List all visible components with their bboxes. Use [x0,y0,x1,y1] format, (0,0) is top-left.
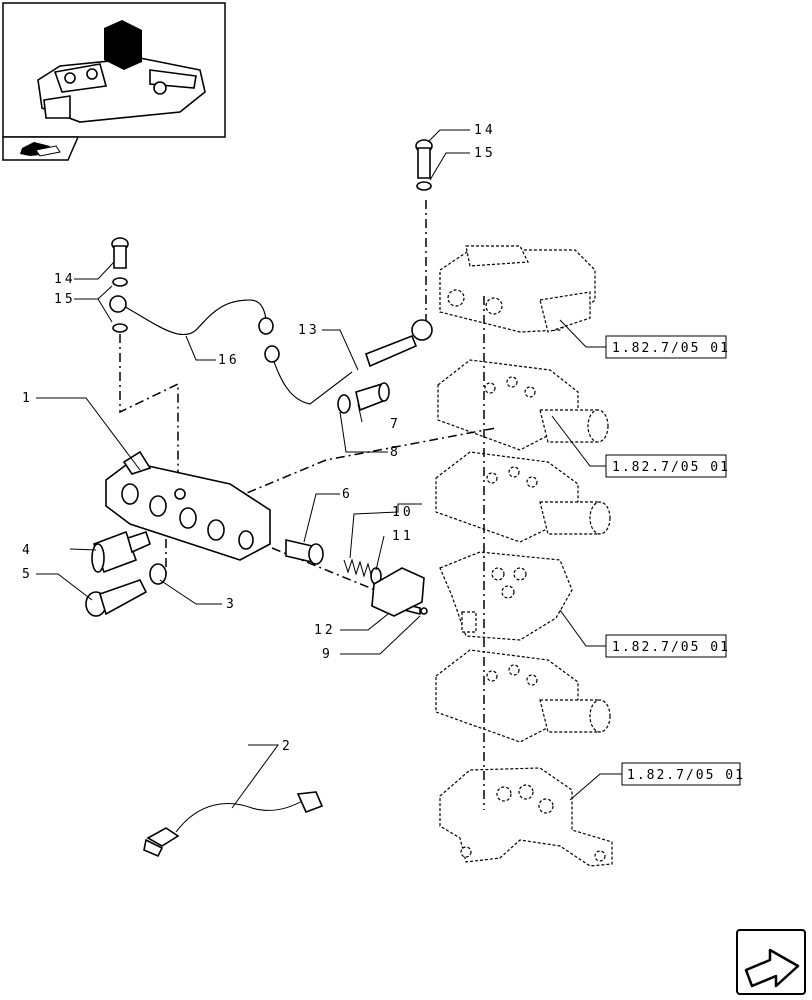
part-2-wiring-harness[interactable] [143,791,324,858]
part-15-sealing-washers[interactable] [112,181,432,333]
part-10-spring[interactable] [343,558,373,579]
svg-text:1.82.7/05 01: 1.82.7/05 01 [612,640,730,655]
part-5-cap-screw[interactable] [85,579,148,617]
callout-9: 9 [322,647,333,662]
callout-2: 2 [282,739,293,754]
callout-6: 6 [342,487,353,502]
callout-11: 11 [392,529,414,544]
svg-text:1.82.7/05 01: 1.82.7/05 01 [612,341,730,356]
callout-15-top: 15 [474,146,496,161]
callout-8: 8 [390,445,401,460]
cross-reference-1[interactable]: 1.82.7/05 01 [605,335,730,359]
tractor-tab-icon[interactable] [2,136,80,161]
assembly-location-thumbnail[interactable] [2,2,226,138]
cross-reference-4[interactable]: 1.82.7/05 01 [621,762,745,786]
callout-12: 12 [314,623,336,638]
reference-valve-stack [435,245,613,867]
part-13-banjo-fitting[interactable] [365,319,433,368]
next-page-arrow-icon[interactable] [736,929,806,995]
callout-14-left: 14 [54,272,76,287]
svg-text:1.82.7/05 01: 1.82.7/05 01 [627,768,745,783]
callout-1: 1 [22,391,33,406]
part-4-solenoid[interactable] [91,530,151,574]
callout-16: 16 [218,353,240,368]
callout-13: 13 [298,323,320,338]
callout-5: 5 [22,567,33,582]
part-12-cover-plate[interactable] [371,567,425,617]
part-3-o-ring[interactable] [149,563,167,585]
leader-lines [36,129,622,809]
callout-7: 7 [390,417,401,432]
callout-14-top: 14 [474,123,496,138]
part-1-valve-body[interactable] [105,450,271,561]
part-7-spool[interactable] [355,382,390,412]
part-14-banjo-bolt-left[interactable] [111,237,129,269]
svg-text:1.82.7/05 01: 1.82.7/05 01 [612,460,730,475]
part-6-plug[interactable] [285,538,324,565]
callout-15-left: 15 [54,292,76,307]
callout-3: 3 [226,597,237,612]
part-16-pipe[interactable] [109,295,353,405]
callout-labels: 1 2 3 4 5 6 7 8 9 10 11 12 13 14 15 14 1… [22,123,496,754]
callout-4: 4 [22,543,33,558]
cross-reference-3[interactable]: 1.82.7/05 01 [605,634,730,658]
part-14-banjo-bolt-top[interactable] [415,139,433,179]
part-8-seal-ring[interactable] [337,394,351,414]
cross-reference-2[interactable]: 1.82.7/05 01 [605,454,730,478]
callout-10: 10 [392,505,414,520]
